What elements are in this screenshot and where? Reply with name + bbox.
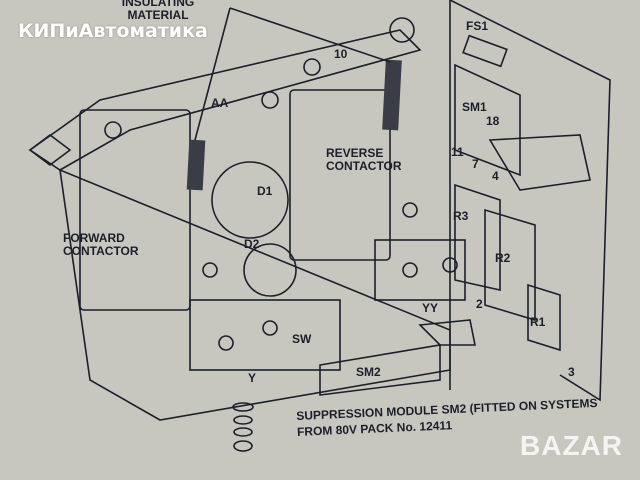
label-yy: YY (422, 301, 439, 315)
label-r2: R2 (495, 251, 511, 265)
label-d1: D1 (257, 184, 273, 198)
label-11: 11 (451, 145, 464, 159)
label-reverse-contactor: REVERSE CONTACTOR (326, 146, 402, 173)
label-4: 4 (492, 169, 499, 183)
label-sw: SW (292, 332, 312, 346)
label-aa: AA (211, 96, 229, 110)
watermark-kipiavtomatika: КИПиАвтоматика (18, 20, 208, 42)
label-sm1: SM1 (462, 100, 487, 114)
label-r1: R1 (530, 315, 546, 329)
label-7: 7 (472, 157, 479, 171)
watermark-bazar: BAZAR (520, 430, 623, 461)
label-insulating-material: INSULATING MATERIAL (121, 0, 195, 22)
label-sm2: SM2 (356, 365, 381, 379)
label-3: 3 (568, 365, 575, 379)
label-d2: D2 (244, 237, 260, 251)
label-y: Y (248, 371, 257, 385)
label-10: 10 (334, 47, 348, 61)
label-2: 2 (476, 297, 483, 311)
label-18: 18 (486, 114, 500, 128)
label-forward-contactor: FORWARD CONTACTOR (63, 231, 139, 258)
label-r3: R3 (453, 209, 469, 223)
label-fs1: FS1 (466, 19, 489, 33)
